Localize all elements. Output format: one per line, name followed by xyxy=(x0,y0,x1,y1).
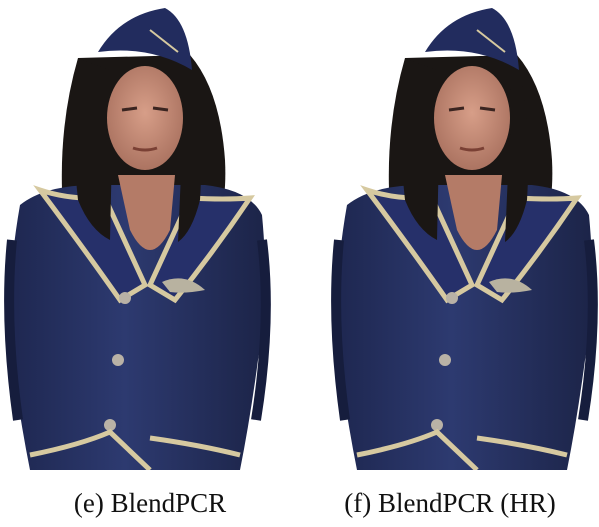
panel-caption: (f) BlendPCR (HR) xyxy=(344,488,556,518)
wing-badge xyxy=(162,278,205,293)
figure-panel-f: (f) BlendPCR (HR) xyxy=(300,0,599,527)
jacket-button xyxy=(112,354,124,366)
wing-badge xyxy=(489,278,532,293)
neck xyxy=(118,175,175,250)
jacket-button xyxy=(446,292,458,304)
panel-caption: (e) BlendPCR xyxy=(73,488,227,518)
lapel-right xyxy=(146,195,255,304)
person-render-image xyxy=(331,8,598,470)
jacket-button xyxy=(104,419,116,431)
jacket-button xyxy=(119,292,131,304)
jacket-button xyxy=(431,419,443,431)
garrison-cap xyxy=(98,8,192,70)
face xyxy=(434,66,510,170)
hair-front xyxy=(74,60,112,240)
jacket-button xyxy=(439,354,451,366)
face xyxy=(107,66,183,170)
lapel-right xyxy=(473,195,582,304)
hair-front xyxy=(401,60,439,240)
neck xyxy=(445,175,502,250)
person-render-image xyxy=(4,8,271,470)
figure-panel-e: (e) BlendPCR xyxy=(4,8,271,518)
garrison-cap xyxy=(425,8,519,70)
